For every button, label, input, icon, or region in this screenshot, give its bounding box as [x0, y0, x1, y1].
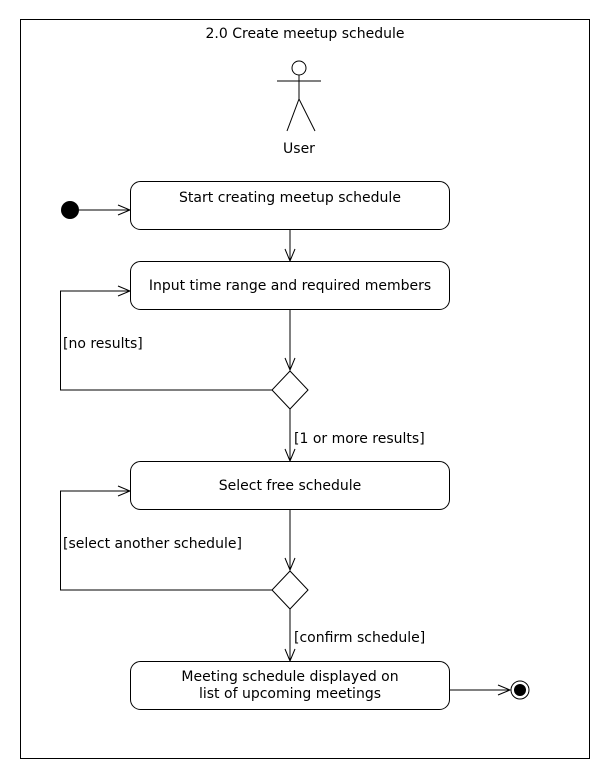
activity-start-creating-label: Start creating meetup schedule — [179, 190, 401, 206]
activity-select-free — [130, 461, 450, 510]
activity-display-line2: list of upcoming meetings — [199, 686, 381, 702]
final-node — [510, 680, 530, 700]
guard-select-another: [select another schedule] — [63, 536, 242, 552]
user-actor-icon — [277, 60, 321, 132]
activity-start-creating — [130, 181, 450, 230]
activity-input-range — [130, 261, 450, 310]
activity-select-free-label: Select free schedule — [219, 478, 361, 494]
diagram-title: 2.0 Create meetup schedule — [206, 26, 405, 42]
flow-no-results-loop — [60, 291, 272, 391]
activity-display-line1: Meeting schedule displayed on — [181, 669, 398, 685]
decision-node-results — [271, 370, 309, 410]
activity-display-meeting — [130, 661, 450, 710]
flow-select-another-loop — [60, 491, 272, 591]
guard-no-results: [no results] — [63, 336, 143, 352]
initial-node — [61, 201, 79, 219]
guard-one-or-more: [1 or more results] — [294, 431, 425, 447]
diagram-frame — [20, 19, 590, 759]
guard-confirm: [confirm schedule] — [294, 630, 425, 646]
activity-input-range-label: Input time range and required members — [149, 278, 431, 294]
actor-label: User — [283, 141, 315, 157]
decision-node-confirm — [271, 570, 309, 610]
